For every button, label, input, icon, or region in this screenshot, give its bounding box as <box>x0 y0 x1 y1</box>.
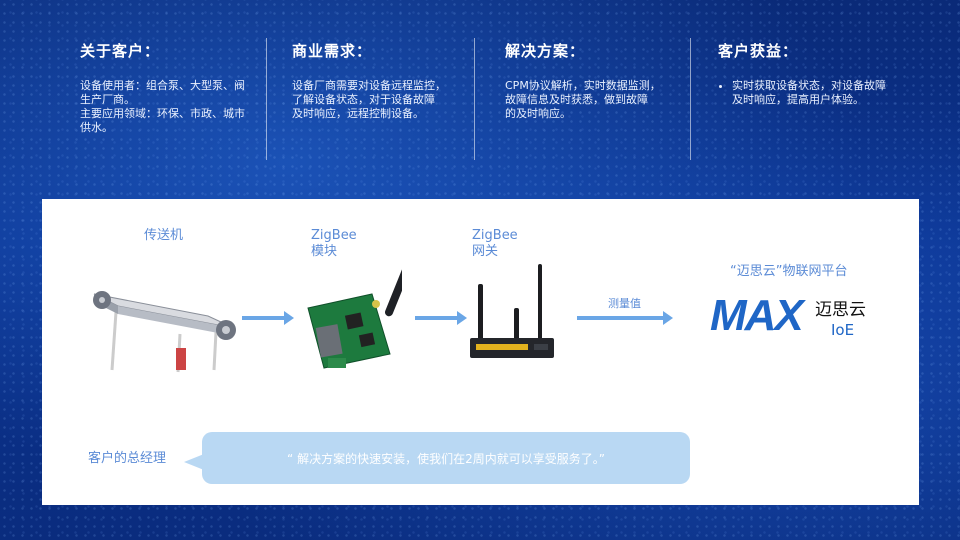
business-needs-line: 设备厂商需要对设备远程监控， <box>292 79 446 92</box>
platform-label: “迈思云”物联网平台 <box>730 264 848 279</box>
gateway-label: ZigBee 网关 <box>472 228 518 260</box>
column-divider <box>474 38 475 160</box>
gateway-label-line: ZigBee <box>472 228 518 243</box>
arrow-module-to-gateway <box>415 311 467 325</box>
brand-name-en: IoE <box>831 321 855 339</box>
column-divider <box>690 38 691 160</box>
solution-line: 的及时响应。 <box>505 107 571 120</box>
arrow-gateway-to-platform <box>577 311 673 325</box>
customer-benefit-title: 客户获益： <box>718 42 799 60</box>
customer-benefit-list: 实时获取设备状态，对设备故障及时响应，提高用户体验。 <box>718 79 886 107</box>
business-needs-line: 了解设备状态，对于设备故障 <box>292 93 435 106</box>
testimonial-speaker: 客户的总经理 <box>88 451 167 466</box>
business-needs-line: 及时响应，远程控制设备。 <box>292 107 424 120</box>
testimonial-bubble: “ 解决方案的快速安装，使我们在2周内就可以享受服务了。” <box>184 432 690 484</box>
customer-benefit-section: 客户获益： 实时获取设备状态，对设备故障及时响应，提高用户体验。 <box>718 40 886 107</box>
column-divider <box>266 38 267 160</box>
customer-benefit-item: 实时获取设备状态，对设备故障及时响应，提高用户体验。 <box>732 79 886 107</box>
business-needs-title: 商业需求： <box>292 42 373 60</box>
testimonial-quote: “ 解决方案的快速安装，使我们在2周内就可以享受服务了。” <box>287 452 605 466</box>
brand-name-cn: 迈思云 <box>815 300 866 320</box>
arrow-conveyor-to-module <box>242 311 294 325</box>
solution-section: 解决方案： CPM协议解析，实时数据监测， 故障信息及时获悉，做到故障 的及时响… <box>505 40 685 121</box>
about-customer-section: 关于客户： 设备使用者：组合泵、大型泵、阀 生产厂商。 主要应用领域：环保、市政… <box>80 40 248 135</box>
about-customer-title: 关于客户： <box>80 42 161 60</box>
zigbee-module-image <box>307 263 402 369</box>
module-label-line: 模块 <box>311 244 338 259</box>
measure-label: 测量值 <box>608 297 641 310</box>
business-needs-section: 商业需求： 设备厂商需要对设备远程监控， 了解设备状态，对于设备故障 及时响应，… <box>292 40 470 121</box>
about-customer-line: 生产厂商。 <box>80 93 135 106</box>
solution-line: CPM协议解析，实时数据监测， <box>505 79 661 92</box>
about-customer-line: 主要应用领域：环保、市政、城市 <box>80 107 245 120</box>
solution-title: 解决方案： <box>505 42 586 60</box>
gateway-label-line: 网关 <box>472 244 499 259</box>
max-logo: MAX <box>710 291 804 340</box>
about-customer-line: 设备使用者：组合泵、大型泵、阀 <box>80 79 245 92</box>
about-customer-line: 供水。 <box>80 121 113 134</box>
module-label-line: ZigBee <box>311 228 357 243</box>
conveyor-image <box>93 291 236 373</box>
module-label: ZigBee 模块 <box>311 228 357 260</box>
solution-line: 故障信息及时获悉，做到故障 <box>505 93 648 106</box>
zigbee-gateway-image <box>470 264 554 358</box>
conveyor-label: 传送机 <box>144 228 184 243</box>
